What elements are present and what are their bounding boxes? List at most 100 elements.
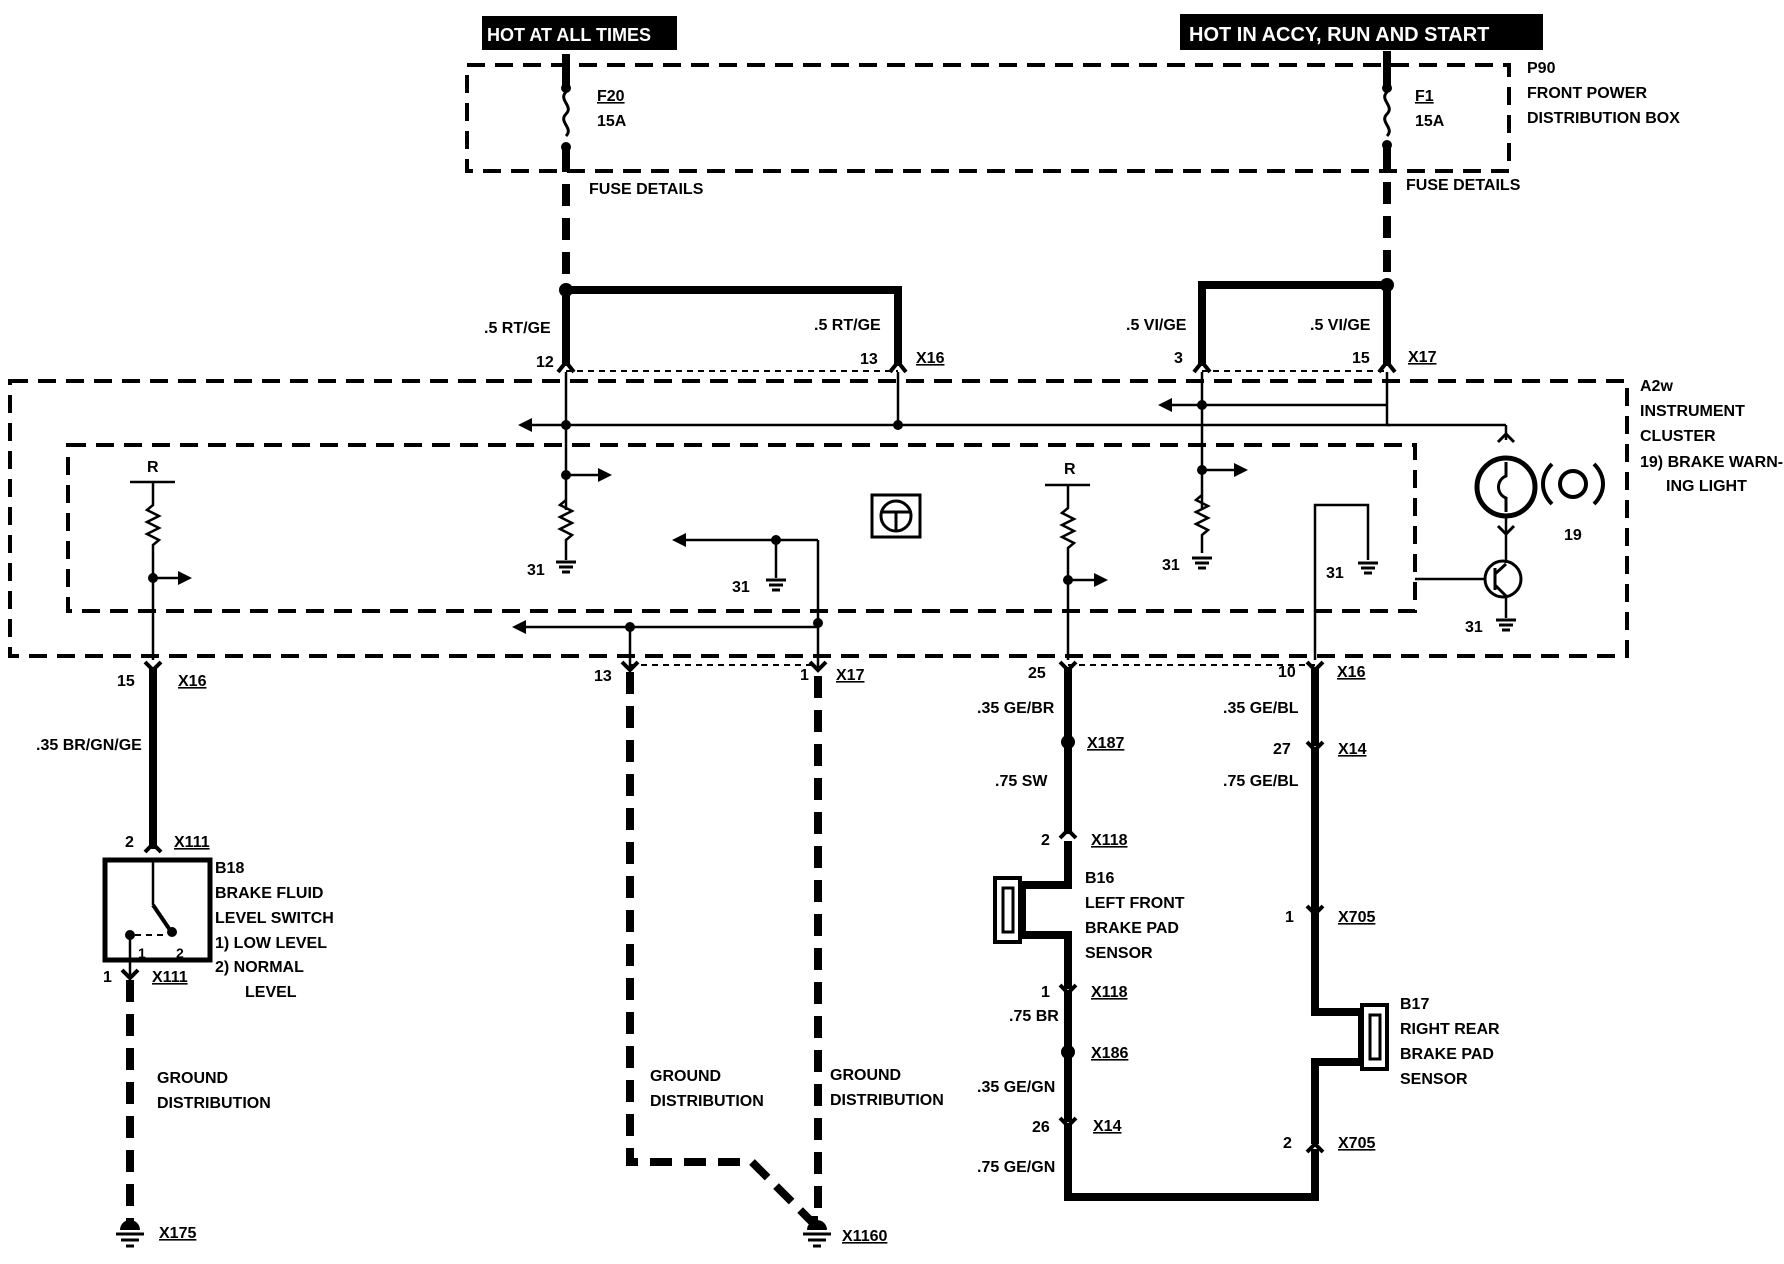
ground-x175-label: X175 [159, 1225, 196, 1242]
connector-x17-top-label: X17 [1408, 349, 1437, 366]
pin-1-x111-label: 1 [103, 969, 112, 986]
wire-rt-ge-loop [562, 286, 902, 366]
ground-31-e-label: 31 [1465, 619, 1483, 636]
a2w-item19-line1: 19) BRAKE WARN- [1640, 454, 1783, 471]
sense-pin3-arrow [1234, 463, 1248, 477]
b17-line3: SENSOR [1400, 1071, 1468, 1088]
brake-symbol-spokes [882, 510, 910, 530]
ground-dist-right-line1: GROUND [830, 1067, 901, 1084]
connector-x187-label: X187 [1087, 735, 1124, 752]
fuse-f20-bottom-dot [561, 142, 571, 152]
ground-31-d-label: 31 [1326, 565, 1344, 582]
b17-line1: RIGHT REAR [1400, 1021, 1500, 1038]
wire-b16-sensor [1018, 841, 1072, 989]
b18-contact-2 [167, 927, 177, 937]
pin-3-label: 3 [1174, 350, 1183, 367]
pin-1-x118-label: 1 [1041, 984, 1050, 1001]
ground-dist-right-line2: DISTRIBUTION [830, 1092, 944, 1109]
ground-31-d-symbol [1358, 561, 1378, 575]
wire-label-br-gn-ge: .35 BR/GN/GE [36, 737, 142, 754]
wire-label-sw: .75 SW [995, 773, 1048, 790]
sense-pin12-arrow [598, 468, 612, 482]
b18-opt2a: 2) NORMAL [215, 959, 304, 976]
ground-x1160-bars [803, 1232, 831, 1248]
hot-in-accy-label: HOT IN ACCY, RUN AND START [1189, 24, 1489, 46]
wire-label-ge-gn-35: .35 GE/GN [977, 1079, 1055, 1096]
pin-1-x111-chevron [120, 968, 140, 981]
ground-dist-left-line1: GROUND [157, 1070, 228, 1087]
pin-15-bottom-label: 15 [117, 673, 135, 690]
ground-31-c-symbol [766, 578, 786, 592]
ground-31-a-label: 31 [527, 562, 545, 579]
node-center-lower-right [813, 618, 823, 628]
wire-label-rt-ge-left: .5 RT/GE [484, 320, 551, 337]
wire-label-ge-bl-75: .75 GE/BL [1223, 773, 1299, 790]
brake-symbol-box [870, 493, 922, 539]
a2w-line1: INSTRUMENT [1640, 403, 1745, 420]
b18-opt1: 1) LOW LEVEL [215, 935, 327, 952]
a2w-line2: CLUSTER [1640, 428, 1716, 445]
resistor-left [144, 482, 162, 660]
fuse-f1-rating: 15A [1415, 113, 1445, 130]
b16-ref: B16 [1085, 870, 1114, 887]
b16-line3: SENSOR [1085, 945, 1153, 962]
connector-x111-bottom-label: X111 [152, 969, 188, 986]
pin-12-chevron [556, 358, 576, 374]
fuse-f1-element [1383, 90, 1391, 138]
b17-line2: BRAKE PAD [1400, 1046, 1494, 1063]
connector-x111-top-label: X111 [174, 834, 210, 851]
node-pin12-bus [561, 420, 571, 430]
ground-31-e-symbol [1496, 618, 1516, 632]
p90-box [465, 63, 1511, 173]
pin-13-chevron [888, 358, 908, 374]
ground-dist-center-line2: DISTRIBUTION [650, 1093, 764, 1110]
ground-x175-icon [120, 1220, 140, 1230]
a2w-ref: A2w [1640, 378, 1673, 395]
b18-opt2b: LEVEL [245, 984, 297, 1001]
b17-sensor-pad [1368, 1013, 1382, 1061]
resistor-pin12 [557, 499, 575, 555]
pin-26-label: 26 [1032, 1119, 1050, 1136]
connector-x705-top-label: X705 [1338, 909, 1375, 926]
ground-31-c-label: 31 [732, 579, 750, 596]
ground-x1160-label: X1160 [842, 1228, 887, 1245]
connector-x186-label: X186 [1091, 1045, 1128, 1062]
pin-1-bottom-chevron [808, 660, 828, 673]
wire-bottom-return [1064, 1124, 1319, 1201]
wire-vi-ge-loop [1198, 281, 1391, 366]
hot-at-all-times-banner [482, 16, 677, 50]
b18-line1: BRAKE FLUID [215, 885, 323, 902]
ground-x1160-icon [807, 1220, 827, 1230]
b17-ref: B17 [1400, 996, 1429, 1013]
center-upper-arrow [672, 533, 686, 547]
hot-at-all-times-label: HOT AT ALL TIMES [487, 25, 651, 45]
connector-x14-bottom-label: X14 [1093, 1118, 1122, 1135]
node-pin13-bus [893, 420, 903, 430]
b18-contact-1-label: 1 [138, 945, 146, 961]
pin-2-x118-chevron [1058, 827, 1078, 840]
wire-label-vi-ge-left: .5 VI/GE [1126, 317, 1187, 334]
connector-x16-top-label: X16 [916, 350, 945, 367]
r-left-label: R [147, 459, 159, 476]
wire-label-ge-bl-35: .35 GE/BL [1223, 700, 1299, 717]
sense-left-arrow [178, 571, 192, 585]
b18-ref: B18 [215, 860, 244, 877]
a2w-item19-line2: ING LIGHT [1666, 478, 1747, 495]
resistor-pin3 [1193, 494, 1211, 553]
b18-line2: LEVEL SWITCH [215, 910, 334, 927]
hot-in-accy-banner [1180, 14, 1543, 50]
pin-13-label: 13 [860, 351, 878, 368]
wire-label-br: .75 BR [1009, 1008, 1059, 1025]
pin-3-chevron [1192, 358, 1212, 374]
brake-symbol-circle [879, 499, 913, 533]
node-pin3-bus [1197, 400, 1207, 410]
sense-right-arrow [1094, 573, 1108, 587]
wire-label-rt-ge-right: .5 RT/GE [814, 317, 881, 334]
connector-x14-top-label: X14 [1338, 741, 1367, 758]
ground-31-b-symbol [1192, 556, 1212, 570]
b16-line2: BRAKE PAD [1085, 920, 1179, 937]
fuse-f20-name: F20 [597, 88, 625, 105]
ground-x175-bars [116, 1232, 144, 1248]
p90-line1: FRONT POWER [1527, 85, 1647, 102]
